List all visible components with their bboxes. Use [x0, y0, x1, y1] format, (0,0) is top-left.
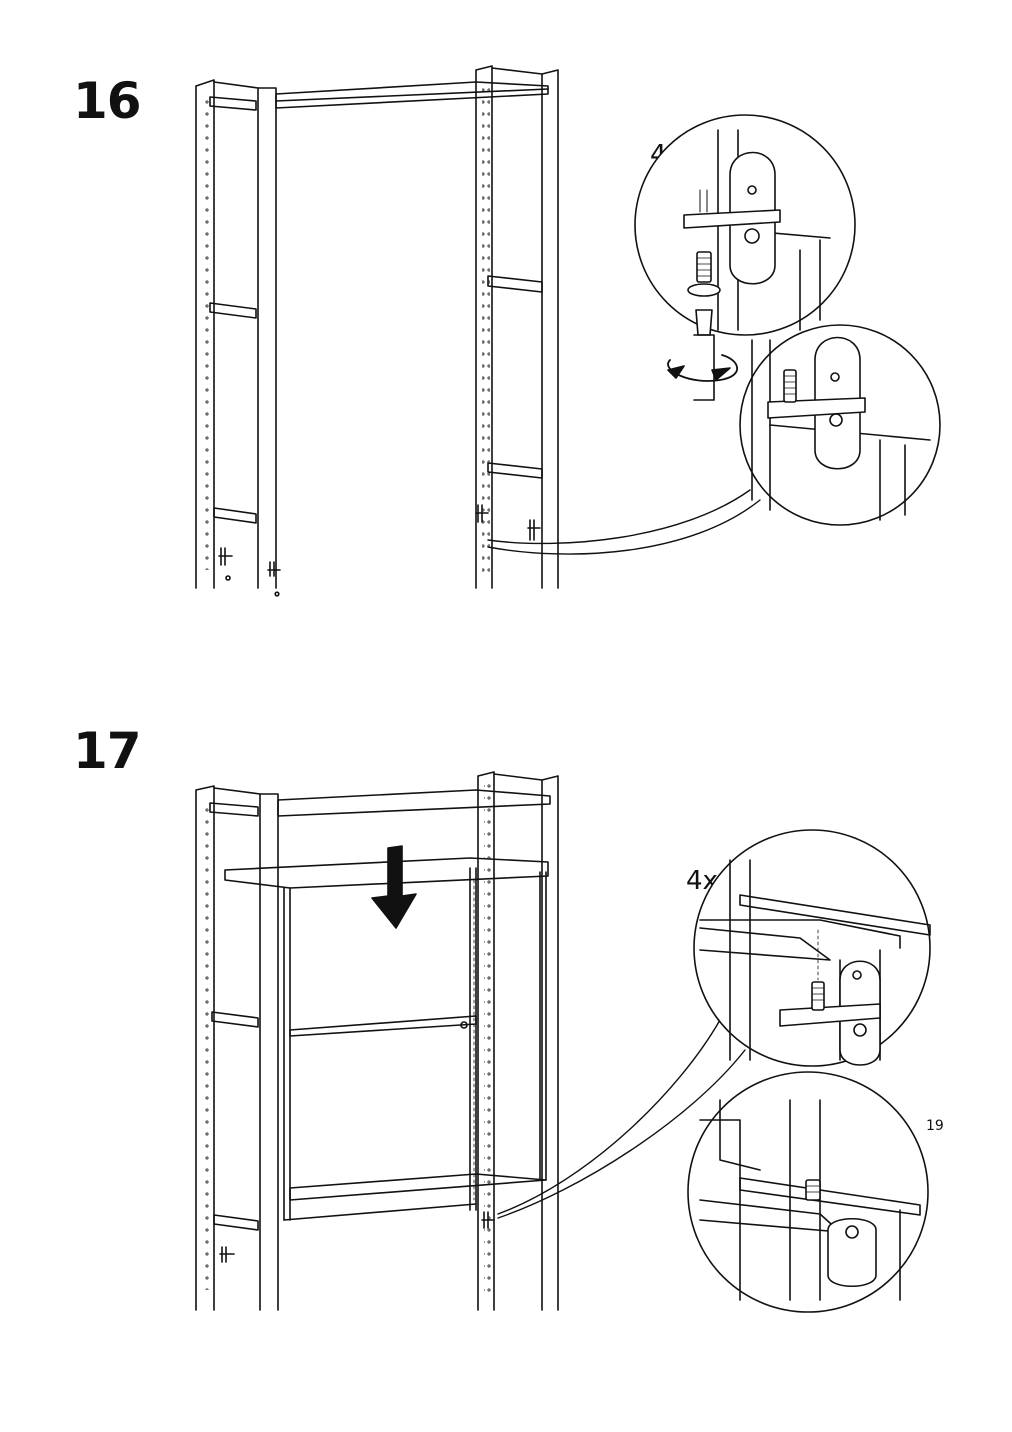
right-upright-17 — [477, 771, 559, 1311]
detail-circle-4 — [687, 1071, 929, 1313]
detail-circle-2 — [739, 324, 941, 526]
step-16-number: 16 — [73, 72, 142, 130]
step-16-illustration — [195, 65, 941, 597]
left-upright — [195, 79, 281, 597]
right-upright — [475, 65, 559, 589]
callout-connector — [487, 489, 751, 545]
down-arrow-icon — [371, 845, 417, 929]
step-17-quantity-label: 4x — [686, 866, 718, 896]
top-shelf — [275, 81, 549, 109]
callout-connector-17 — [497, 1049, 746, 1219]
cabinet — [224, 857, 549, 1221]
step-17-number: 17 — [73, 722, 142, 780]
detail-circle-3 — [693, 829, 931, 1067]
left-upright-17 — [195, 785, 279, 1311]
top-shelf-17 — [277, 789, 551, 817]
page-number: 19 — [926, 1118, 944, 1134]
detail-circle-1 — [634, 114, 856, 401]
